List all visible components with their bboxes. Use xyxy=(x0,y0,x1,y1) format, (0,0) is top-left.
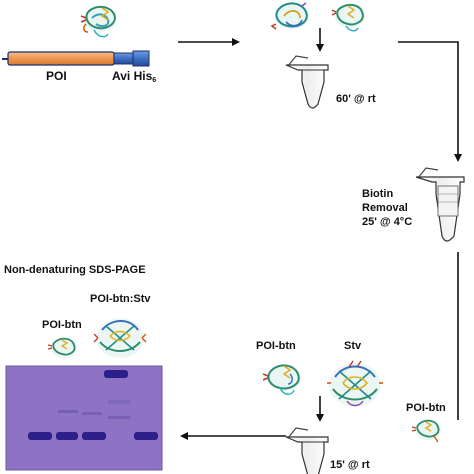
poi-domain-bar xyxy=(7,51,115,66)
poi-btn-bottom-label: POI-btn xyxy=(256,340,296,352)
avi-label: Avi xyxy=(112,69,131,83)
stv-binding-time-label: 15' @ rt xyxy=(330,459,370,471)
streptavidin-icon xyxy=(327,360,383,407)
biotin-removal-line1: Biotin xyxy=(362,188,394,200)
gel-complex-label: POI-btn:Stv xyxy=(90,293,151,305)
avi-tag-segment xyxy=(113,52,134,65)
poi-protein-icon-2 xyxy=(331,4,365,32)
gel-band-lane-2 xyxy=(56,432,78,440)
gel-title: Non-denaturing SDS-PAGE xyxy=(4,264,146,276)
gel-band-complex xyxy=(104,370,128,378)
gel-poi-btn-label: POI-btn xyxy=(42,319,82,331)
gel-image xyxy=(5,365,163,471)
gel-band-lane-5 xyxy=(134,432,158,440)
his-subscript: 6 xyxy=(152,77,157,84)
tube-incubation xyxy=(285,55,329,109)
arrow-to-biotin-removal xyxy=(398,41,462,162)
gel-band-lane-3 xyxy=(82,432,106,440)
poi-protein-icon xyxy=(80,6,116,38)
gel-background xyxy=(6,366,162,470)
gel-poi-btn-protein-icon xyxy=(47,337,77,358)
stv-label: Stv xyxy=(344,340,362,352)
his-label: His xyxy=(133,69,153,83)
construct-diagram xyxy=(2,50,150,67)
poi-btn-protein-icon-right xyxy=(411,419,441,443)
gel-complex-protein-icon xyxy=(93,318,147,358)
biotin-removal-line3: 25' @ 4°C xyxy=(362,216,413,228)
poi-btn-protein-icon-bottom xyxy=(262,364,301,395)
bira-enzyme-icon xyxy=(270,2,309,30)
poi-btn-right-label: POI-btn xyxy=(406,402,446,414)
gel-band-lane-1 xyxy=(28,432,52,440)
tube-biotin-removal xyxy=(415,167,465,242)
avi-his-label: Avi His6 xyxy=(112,69,157,84)
tube-stv-binding xyxy=(285,427,329,474)
biotin-removal-label: Biotin Removal 25' @ 4°C xyxy=(362,187,412,229)
biotin-removal-line2: Removal xyxy=(362,202,408,214)
incubation-time-label: 60' @ rt xyxy=(336,93,376,105)
poi-label: POI xyxy=(46,69,67,83)
his-tag-segment xyxy=(132,50,150,67)
